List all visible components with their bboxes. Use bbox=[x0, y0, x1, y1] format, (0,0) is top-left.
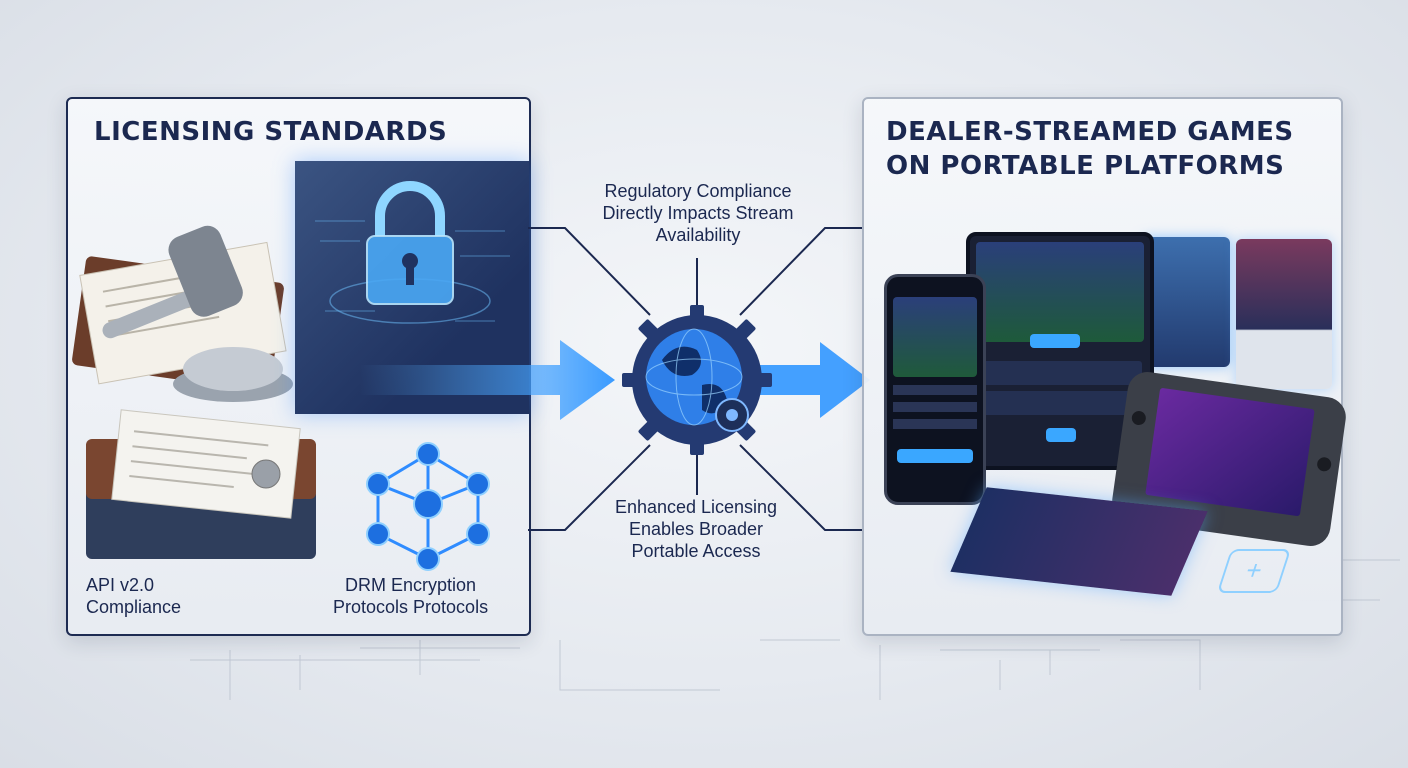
caption-api-compliance: API v2.0 Compliance bbox=[86, 575, 182, 617]
dealer-streamed-games-panel: DEALER-STREAMED GAMES ON PORTABLE PLATFO… bbox=[862, 97, 1349, 636]
arrow-left-to-globe bbox=[360, 340, 615, 420]
game-card-2 bbox=[1236, 239, 1332, 389]
enhanced-licensing-text: Enhanced Licensing Enables Broader Porta… bbox=[614, 497, 778, 561]
arrow-globe-to-right bbox=[740, 342, 870, 418]
padlock-icon bbox=[315, 181, 510, 324]
books-icon bbox=[86, 409, 316, 559]
caption-drm-encryption: DRM Encryption Protocols Protocols bbox=[333, 575, 489, 617]
network-icon bbox=[366, 442, 490, 571]
phone-icon bbox=[884, 274, 986, 505]
regulatory-compliance-text: Regulatory Compliance Directly Impacts S… bbox=[602, 181, 794, 245]
add-icon: + bbox=[1216, 549, 1292, 593]
game-card-1 bbox=[1142, 237, 1230, 367]
gavel-icon bbox=[72, 225, 293, 402]
panel-title-licensing: LICENSING STANDARDS bbox=[94, 117, 448, 147]
panel-title-dealer-games: DEALER-STREAMED GAMES ON PORTABLE PLATFO… bbox=[886, 117, 1294, 181]
globe-gear-icon bbox=[622, 305, 772, 455]
